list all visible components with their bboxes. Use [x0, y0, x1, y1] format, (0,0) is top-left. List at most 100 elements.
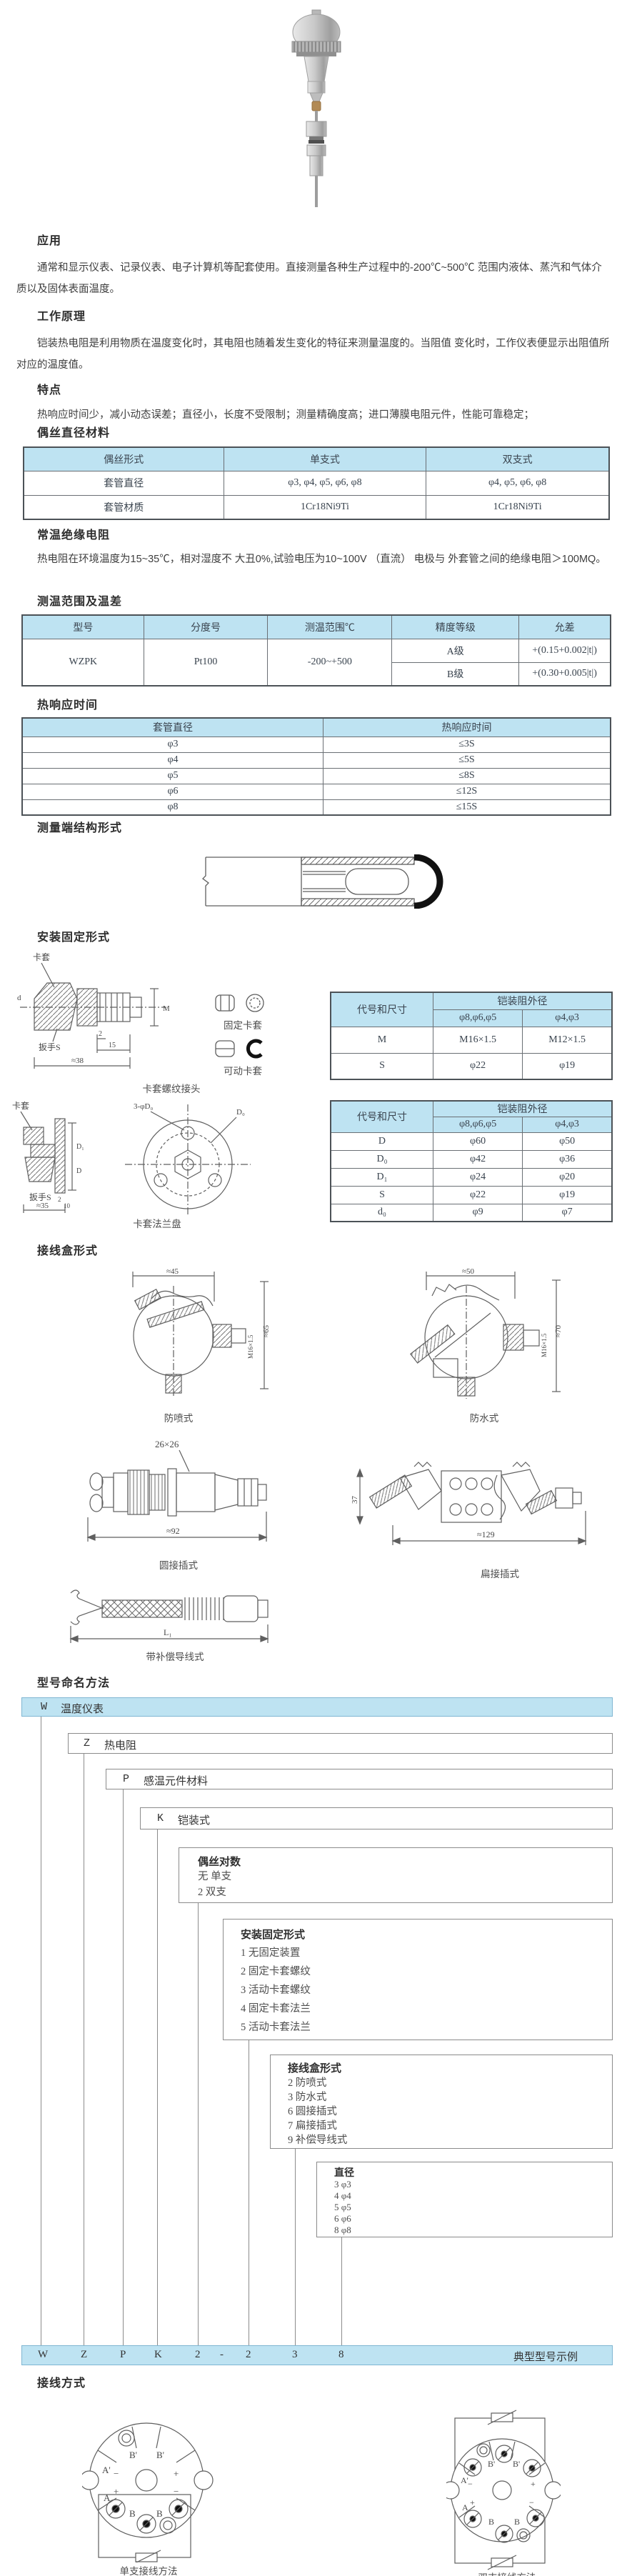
table-cell: A级	[391, 638, 520, 663]
example-code: 3	[292, 2349, 298, 2360]
col-header: 型号	[21, 614, 144, 639]
svg-text:≈65: ≈65	[262, 1324, 271, 1337]
naming-example-bar: W Z P K 2 - 2 3 8 典型型号示例	[21, 2345, 613, 2365]
col-header: 代号和尺寸	[330, 1100, 433, 1133]
naming-line-k	[157, 1829, 158, 2345]
table-cell: φ4	[21, 752, 323, 769]
naming-line-p	[123, 1789, 124, 2345]
table-cell: D₀	[330, 1149, 433, 1169]
naming-item: 8 φ8	[334, 2225, 351, 2235]
svg-text:−: −	[468, 2479, 473, 2489]
naming-line-diameter	[341, 2237, 342, 2345]
table-cell: φ9	[432, 1203, 523, 1222]
svg-text:+: +	[470, 2497, 475, 2507]
table-cell: B级	[391, 662, 520, 687]
table-cell: φ8	[21, 799, 323, 816]
table-cell: φ4, φ5, φ6, φ8	[426, 470, 610, 496]
naming-box-pairs: 偶丝对数 无 单支 2 双支	[179, 1847, 613, 1903]
naming-item: 3 防水式	[288, 2092, 327, 2103]
caption-thread-joint: 卡套螺纹接头	[142, 1084, 201, 1094]
table-cell: φ60	[432, 1132, 523, 1151]
col-header: 精度等级	[391, 614, 520, 639]
wiring-double-drawing: B' B' A' − + + A − B B	[446, 2410, 561, 2570]
naming-box-k: K 铠装式	[140, 1807, 613, 1829]
section-title-wiring: 接线方式	[37, 2377, 86, 2390]
movable-ferrule-icon	[215, 1039, 263, 1059]
naming-item: 2 固定卡套螺纹	[241, 1966, 311, 1977]
caption-waterproof: 防水式	[469, 1413, 499, 1424]
table-cell: φ50	[522, 1132, 613, 1151]
svg-text:B: B	[514, 2517, 520, 2527]
naming-item: 无 单支	[198, 1871, 232, 1882]
section-title-features: 特点	[37, 384, 62, 396]
table-cell: φ6	[21, 783, 323, 800]
svg-text:26×26: 26×26	[155, 1439, 179, 1449]
col-header: 热响应时间	[323, 717, 611, 737]
svg-text:≈70: ≈70	[554, 1324, 563, 1337]
table-cell: φ24	[432, 1167, 523, 1187]
example-code: W	[38, 2349, 49, 2360]
naming-code-z: Z	[84, 1737, 91, 1749]
col-header: 偶丝形式	[23, 446, 224, 471]
svg-text:B': B'	[513, 2459, 520, 2469]
svg-text:10: 10	[64, 1202, 71, 1209]
table-cell: S	[330, 1052, 433, 1080]
svg-text:D₀: D₀	[236, 1108, 245, 1117]
naming-label-w: 温度仪表	[61, 1703, 104, 1715]
section-title-response: 热响应时间	[37, 699, 99, 712]
paragraph-features: 热响应时间少，减小动态误差；直径小，长度不受限制；测量精确度高；进口薄膜电阻元件…	[37, 409, 534, 421]
svg-text:B': B'	[129, 2450, 137, 2460]
svg-text:A: A	[462, 2502, 468, 2512]
round-plug-drawing: 26×26 ≈92	[86, 1439, 268, 1542]
col-header: 代号和尺寸	[330, 992, 433, 1027]
svg-text:≈45: ≈45	[166, 1267, 179, 1276]
section-title-naming: 型号命名方法	[37, 1677, 111, 1689]
col-header: 允差	[518, 614, 611, 639]
svg-text:+: +	[114, 2486, 119, 2497]
table-cell: +(0.15+0.002|t|)	[518, 638, 611, 663]
section-title-principle: 工作原理	[37, 311, 86, 323]
example-code: 2	[246, 2349, 251, 2360]
col-header: φ4,φ3	[522, 1116, 613, 1133]
compensating-lead-drawing: L₁	[69, 1589, 269, 1643]
naming-item: 3 φ3	[334, 2179, 351, 2190]
table-cell: M16×1.5	[432, 1026, 523, 1054]
svg-text:≈50: ≈50	[462, 1267, 475, 1276]
wire-material-table: 偶丝形式 单支式 双支式 套管直径 φ3, φ4, φ5, φ6, φ8 φ4,…	[23, 446, 610, 520]
naming-item: 7 扁接插式	[288, 2120, 337, 2132]
col-header: 双支式	[426, 446, 610, 471]
svg-text:扳手S: 扳手S	[29, 1192, 51, 1202]
caption-splash-proof: 防喷式	[164, 1413, 194, 1424]
svg-text:15: 15	[109, 1042, 116, 1049]
table-cell: φ5	[21, 767, 323, 784]
thread-size-table: 代号和尺寸 铠装阻外径 φ8,φ6,φ5 φ4,φ3 M M16×1.5 M12…	[330, 992, 613, 1080]
col-header: 单支式	[223, 446, 427, 471]
waterproof-head-drawing: ≈50 ≈70 M16×1.5	[410, 1267, 563, 1399]
naming-box-fixing: 安装固定形式 1 无固定装置 2 固定卡套螺纹 3 活动卡套螺纹 4 固定卡套法…	[223, 1919, 613, 2040]
table-cell: 1Cr18Ni9Ti	[426, 494, 610, 520]
naming-label-p: 感温元件材料	[144, 1775, 209, 1787]
svg-text:M16×1.5: M16×1.5	[247, 1334, 254, 1359]
table-cell: M12×1.5	[522, 1026, 613, 1054]
naming-code-k: K	[157, 1812, 164, 1824]
table-cell: ≤15S	[323, 799, 611, 816]
table-cell: ≤5S	[323, 752, 611, 769]
svg-text:≈35: ≈35	[36, 1202, 49, 1210]
fixed-ferrule-icon	[215, 994, 264, 1012]
table-cell: φ22	[432, 1185, 523, 1204]
svg-text:L₁: L₁	[164, 1627, 172, 1637]
caption-wiring-single: 单支接线方法	[119, 2566, 178, 2576]
table-cell: ≤8S	[323, 767, 611, 784]
svg-text:A': A'	[461, 2475, 468, 2485]
svg-text:d: d	[17, 994, 21, 1002]
naming-label-z: 热电阻	[104, 1739, 137, 1752]
section-title-range: 测温范围及温差	[37, 596, 123, 608]
table-cell: D₁	[330, 1167, 433, 1187]
svg-text:3-φD₀: 3-φD₀	[134, 1102, 153, 1111]
col-header: φ8,φ6,φ5	[432, 1116, 523, 1133]
svg-text:−: −	[114, 2468, 119, 2479]
svg-text:A': A'	[102, 2465, 111, 2475]
table-cell-model: WZPK	[21, 638, 144, 687]
label-fixed-ferrule: 固定卡套	[224, 1020, 262, 1031]
